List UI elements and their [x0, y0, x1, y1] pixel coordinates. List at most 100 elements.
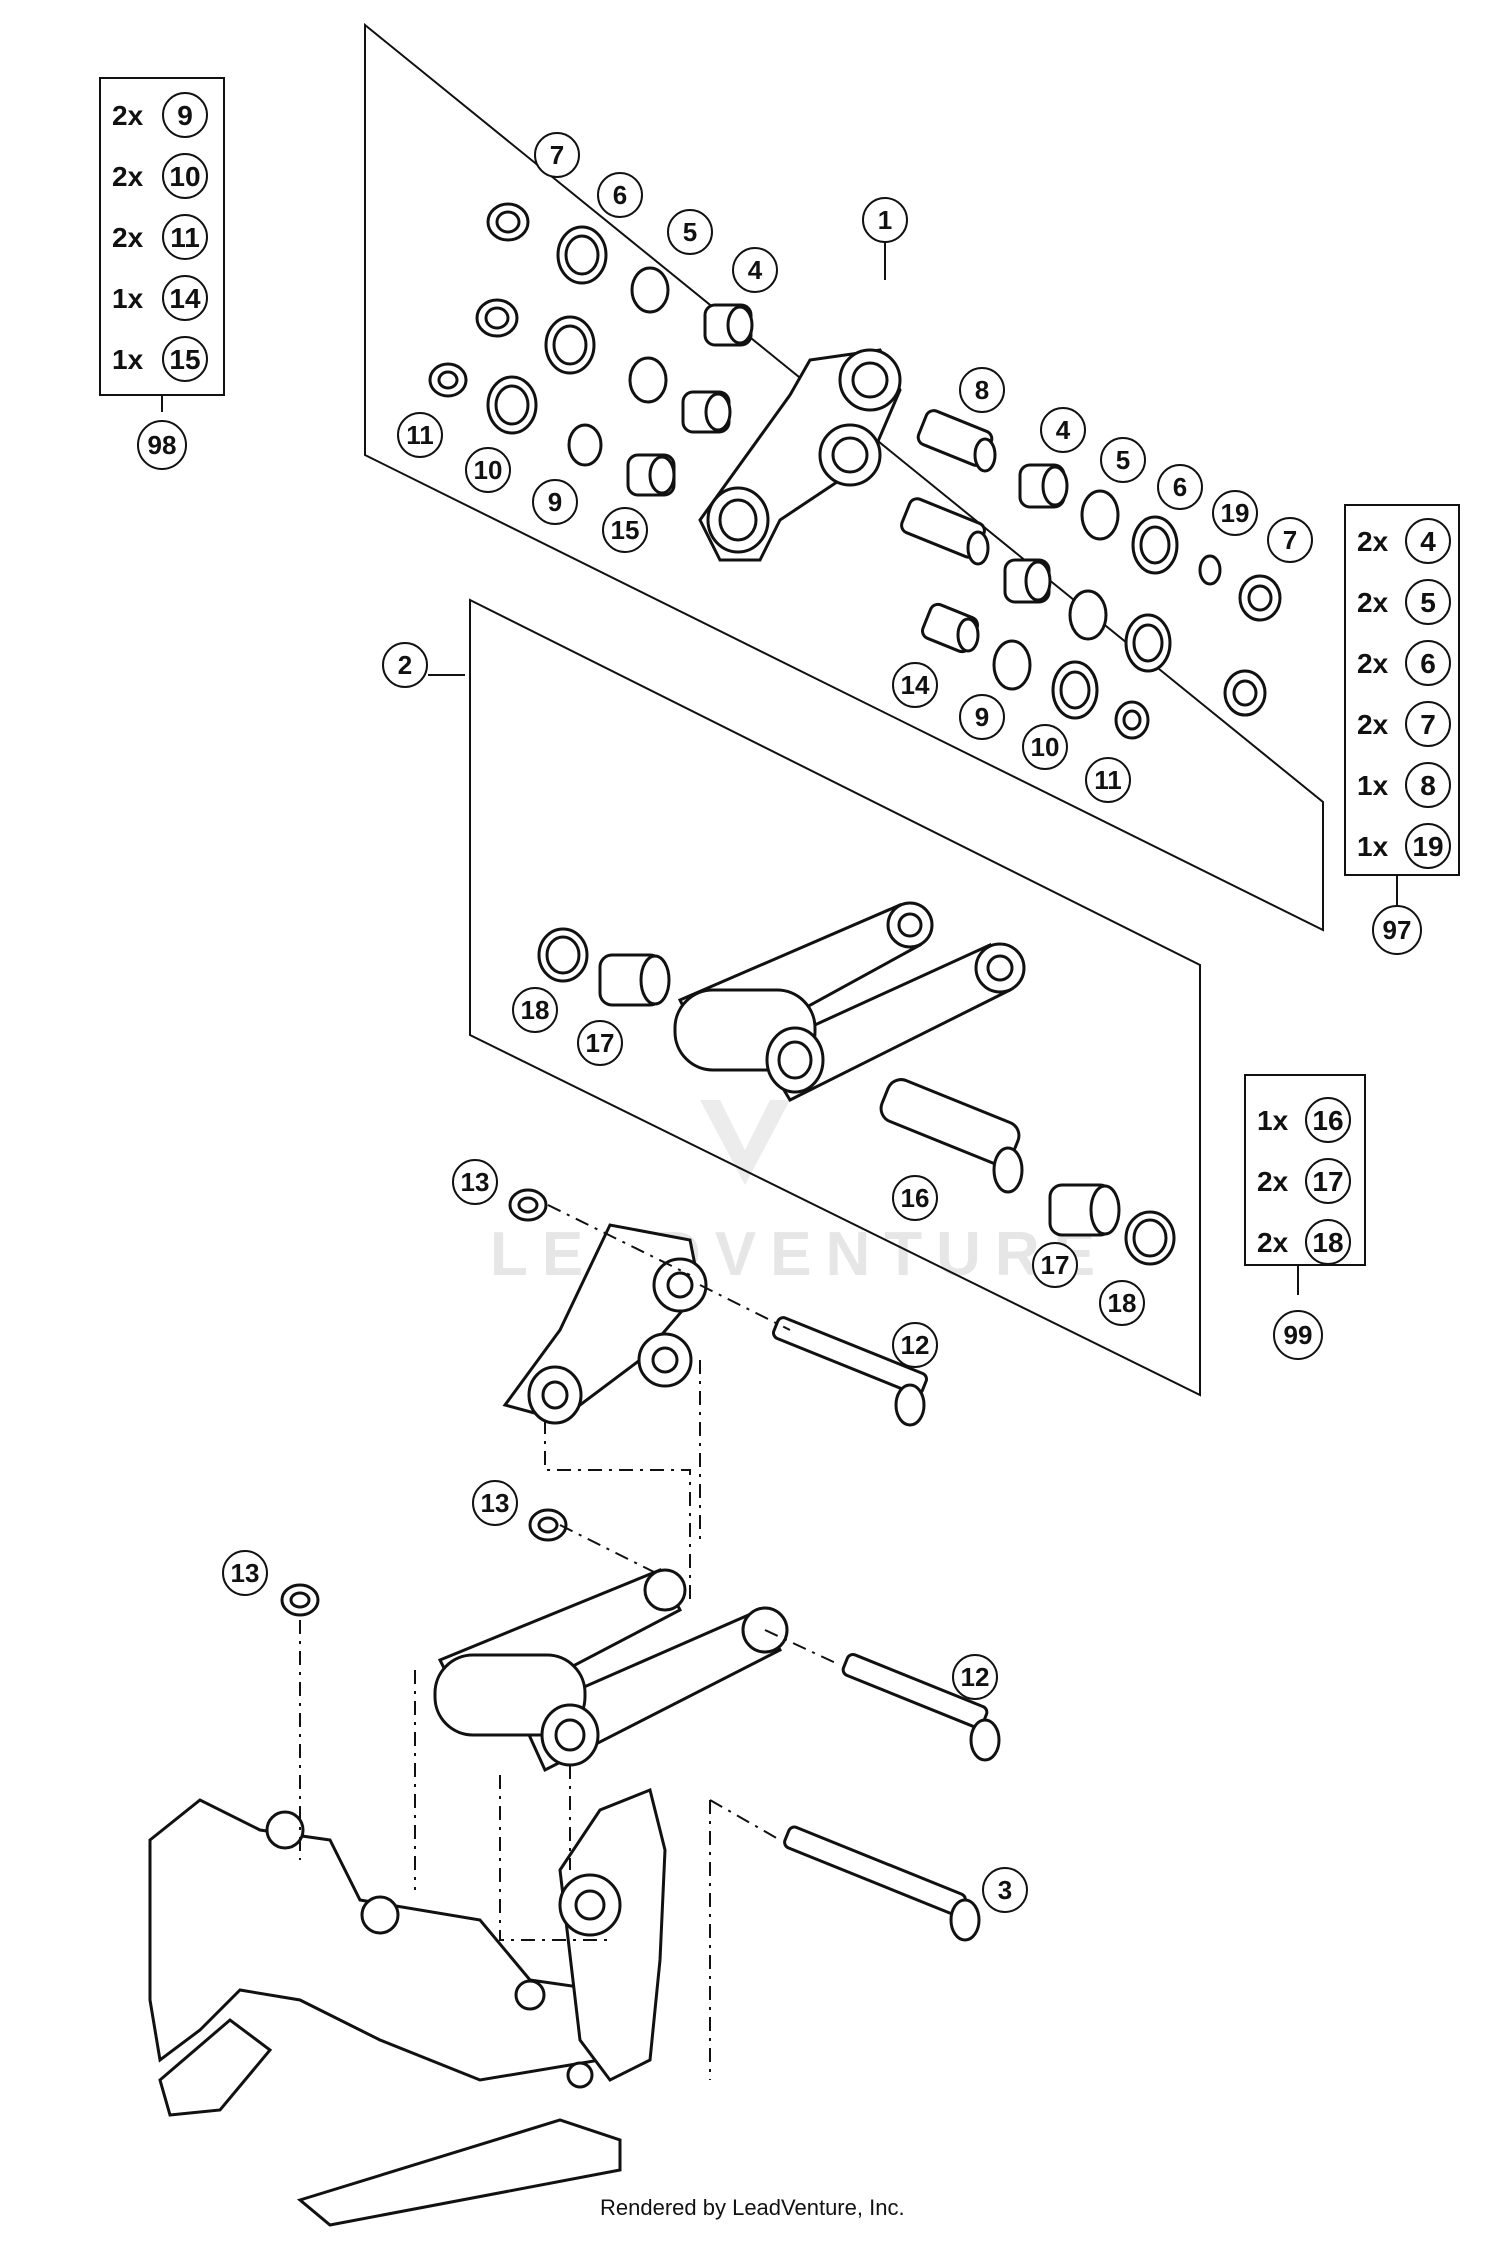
kit-97-row: 2x 7: [1357, 701, 1451, 747]
callout-16: 16: [892, 1175, 938, 1221]
callout-3-label: 3: [998, 1875, 1012, 1905]
leader-lines: [161, 240, 1398, 1295]
kit-97-part: 7: [1420, 709, 1436, 740]
kit-98-qty: 1x: [112, 344, 144, 375]
callout-11b-label: 11: [1094, 765, 1122, 795]
rocker-link: [698, 348, 902, 562]
callout-2-label: 2: [398, 650, 412, 680]
callout-6: 6: [597, 172, 643, 218]
callout-13: 13: [452, 1159, 498, 1205]
callout-17b-label: 17: [1041, 1250, 1070, 1280]
kit-98-label: 98: [148, 430, 177, 460]
callout-5b-label: 5: [1116, 445, 1130, 475]
callout-13c-label: 13: [231, 1558, 260, 1588]
kit-98-part: 10: [169, 161, 200, 192]
callout-9b: 9: [959, 694, 1005, 740]
callout-4b: 4: [1040, 407, 1086, 453]
callout-11: 11: [397, 412, 443, 458]
kit-98-part: 15: [169, 344, 200, 375]
callout-9-label: 9: [548, 487, 562, 517]
callout-18b-label: 18: [1108, 1288, 1137, 1318]
kit-97-row: 2x 5: [1357, 579, 1451, 625]
callout-9b-label: 9: [975, 702, 989, 732]
callout-19: 19: [1212, 490, 1258, 536]
kit-97-row: 2x 6: [1357, 640, 1451, 686]
kit-99-row: 2x 17: [1257, 1158, 1351, 1204]
kit-98-part: 9: [177, 100, 193, 131]
callout-12: 12: [892, 1322, 938, 1368]
kit-97-part: 5: [1420, 587, 1436, 618]
kit-97-part: 8: [1420, 770, 1436, 801]
callout-18-label: 18: [521, 995, 550, 1025]
callout-1-label: 1: [878, 205, 892, 235]
callout-2: 2: [382, 642, 428, 688]
callout-8-label: 8: [975, 375, 989, 405]
kit-99-part: 17: [1312, 1166, 1343, 1197]
assembly-2-frame: [469, 598, 1201, 1397]
kit-99-part: 16: [1312, 1105, 1343, 1136]
pull-rod-link: [673, 901, 1026, 1102]
kit-97-row: 1x 8: [1357, 762, 1451, 808]
kit-98-part: 11: [170, 222, 200, 253]
callout-18: 18: [512, 987, 558, 1033]
kit-99-qty: 2x: [1257, 1227, 1289, 1258]
callout-17-label: 17: [586, 1028, 615, 1058]
kit-98-row: 2x 11: [112, 214, 208, 260]
callout-6b: 6: [1157, 464, 1203, 510]
callout-11b: 11: [1085, 757, 1131, 803]
kit-99-qty: 2x: [1257, 1166, 1289, 1197]
kit-97-qty: 2x: [1357, 648, 1389, 679]
callout-18b: 18: [1099, 1280, 1145, 1326]
kit-97-qty: 2x: [1357, 709, 1389, 740]
footer-credit: Rendered by LeadVenture, Inc.: [600, 2195, 905, 2220]
kit-98-qty: 2x: [112, 161, 144, 192]
kit-99-part: 18: [1312, 1227, 1343, 1258]
callout-7b-label: 7: [1283, 525, 1297, 555]
kit-97-part: 6: [1420, 648, 1436, 679]
kit-97-label: 97: [1383, 915, 1412, 945]
callout-10b: 10: [1022, 724, 1068, 770]
assembled-view: [148, 1188, 1001, 2227]
callout-11-label: 11: [406, 420, 434, 450]
callout-19-label: 19: [1221, 498, 1250, 528]
callout-10-label: 10: [474, 455, 503, 485]
callout-1: 1: [862, 197, 908, 243]
callout-13b: 13: [472, 1480, 518, 1526]
kit-98-qty: 1x: [112, 283, 144, 314]
kit-99-label: 99: [1284, 1320, 1313, 1350]
kit-97-qty: 2x: [1357, 526, 1389, 557]
callout-6-label: 6: [613, 180, 627, 210]
callout-17: 17: [577, 1020, 623, 1066]
callout-10b-label: 10: [1031, 732, 1060, 762]
callout-7: 7: [534, 132, 580, 178]
callouts: 1 2 3 7 6 5 4 11 10 9 15 8 4 5 6 19 7 14…: [222, 132, 1313, 1913]
callout-12b: 12: [952, 1654, 998, 1700]
kit-98-part: 14: [169, 283, 201, 314]
kit-98-qty: 2x: [112, 222, 144, 253]
kit-97-part: 19: [1412, 831, 1443, 862]
kit-97-qty: 1x: [1357, 770, 1389, 801]
kit-98-row: 1x 15: [112, 336, 208, 382]
bearing-parts-group-1: [428, 202, 1282, 740]
callout-6b-label: 6: [1173, 472, 1187, 502]
callout-17b: 17: [1032, 1242, 1078, 1288]
callout-9: 9: [532, 479, 578, 525]
callout-4: 4: [732, 247, 778, 293]
callout-14: 14: [892, 662, 938, 708]
callout-3: 3: [982, 1867, 1028, 1913]
bearing-parts-group-2: [537, 927, 1176, 1266]
callout-13b-label: 13: [481, 1488, 510, 1518]
kit-97-qty: 2x: [1357, 587, 1389, 618]
kit-97-qty: 1x: [1357, 831, 1389, 862]
callout-13-label: 13: [461, 1167, 490, 1197]
callout-10: 10: [465, 447, 511, 493]
assembly-1-frame: [364, 22, 1324, 932]
